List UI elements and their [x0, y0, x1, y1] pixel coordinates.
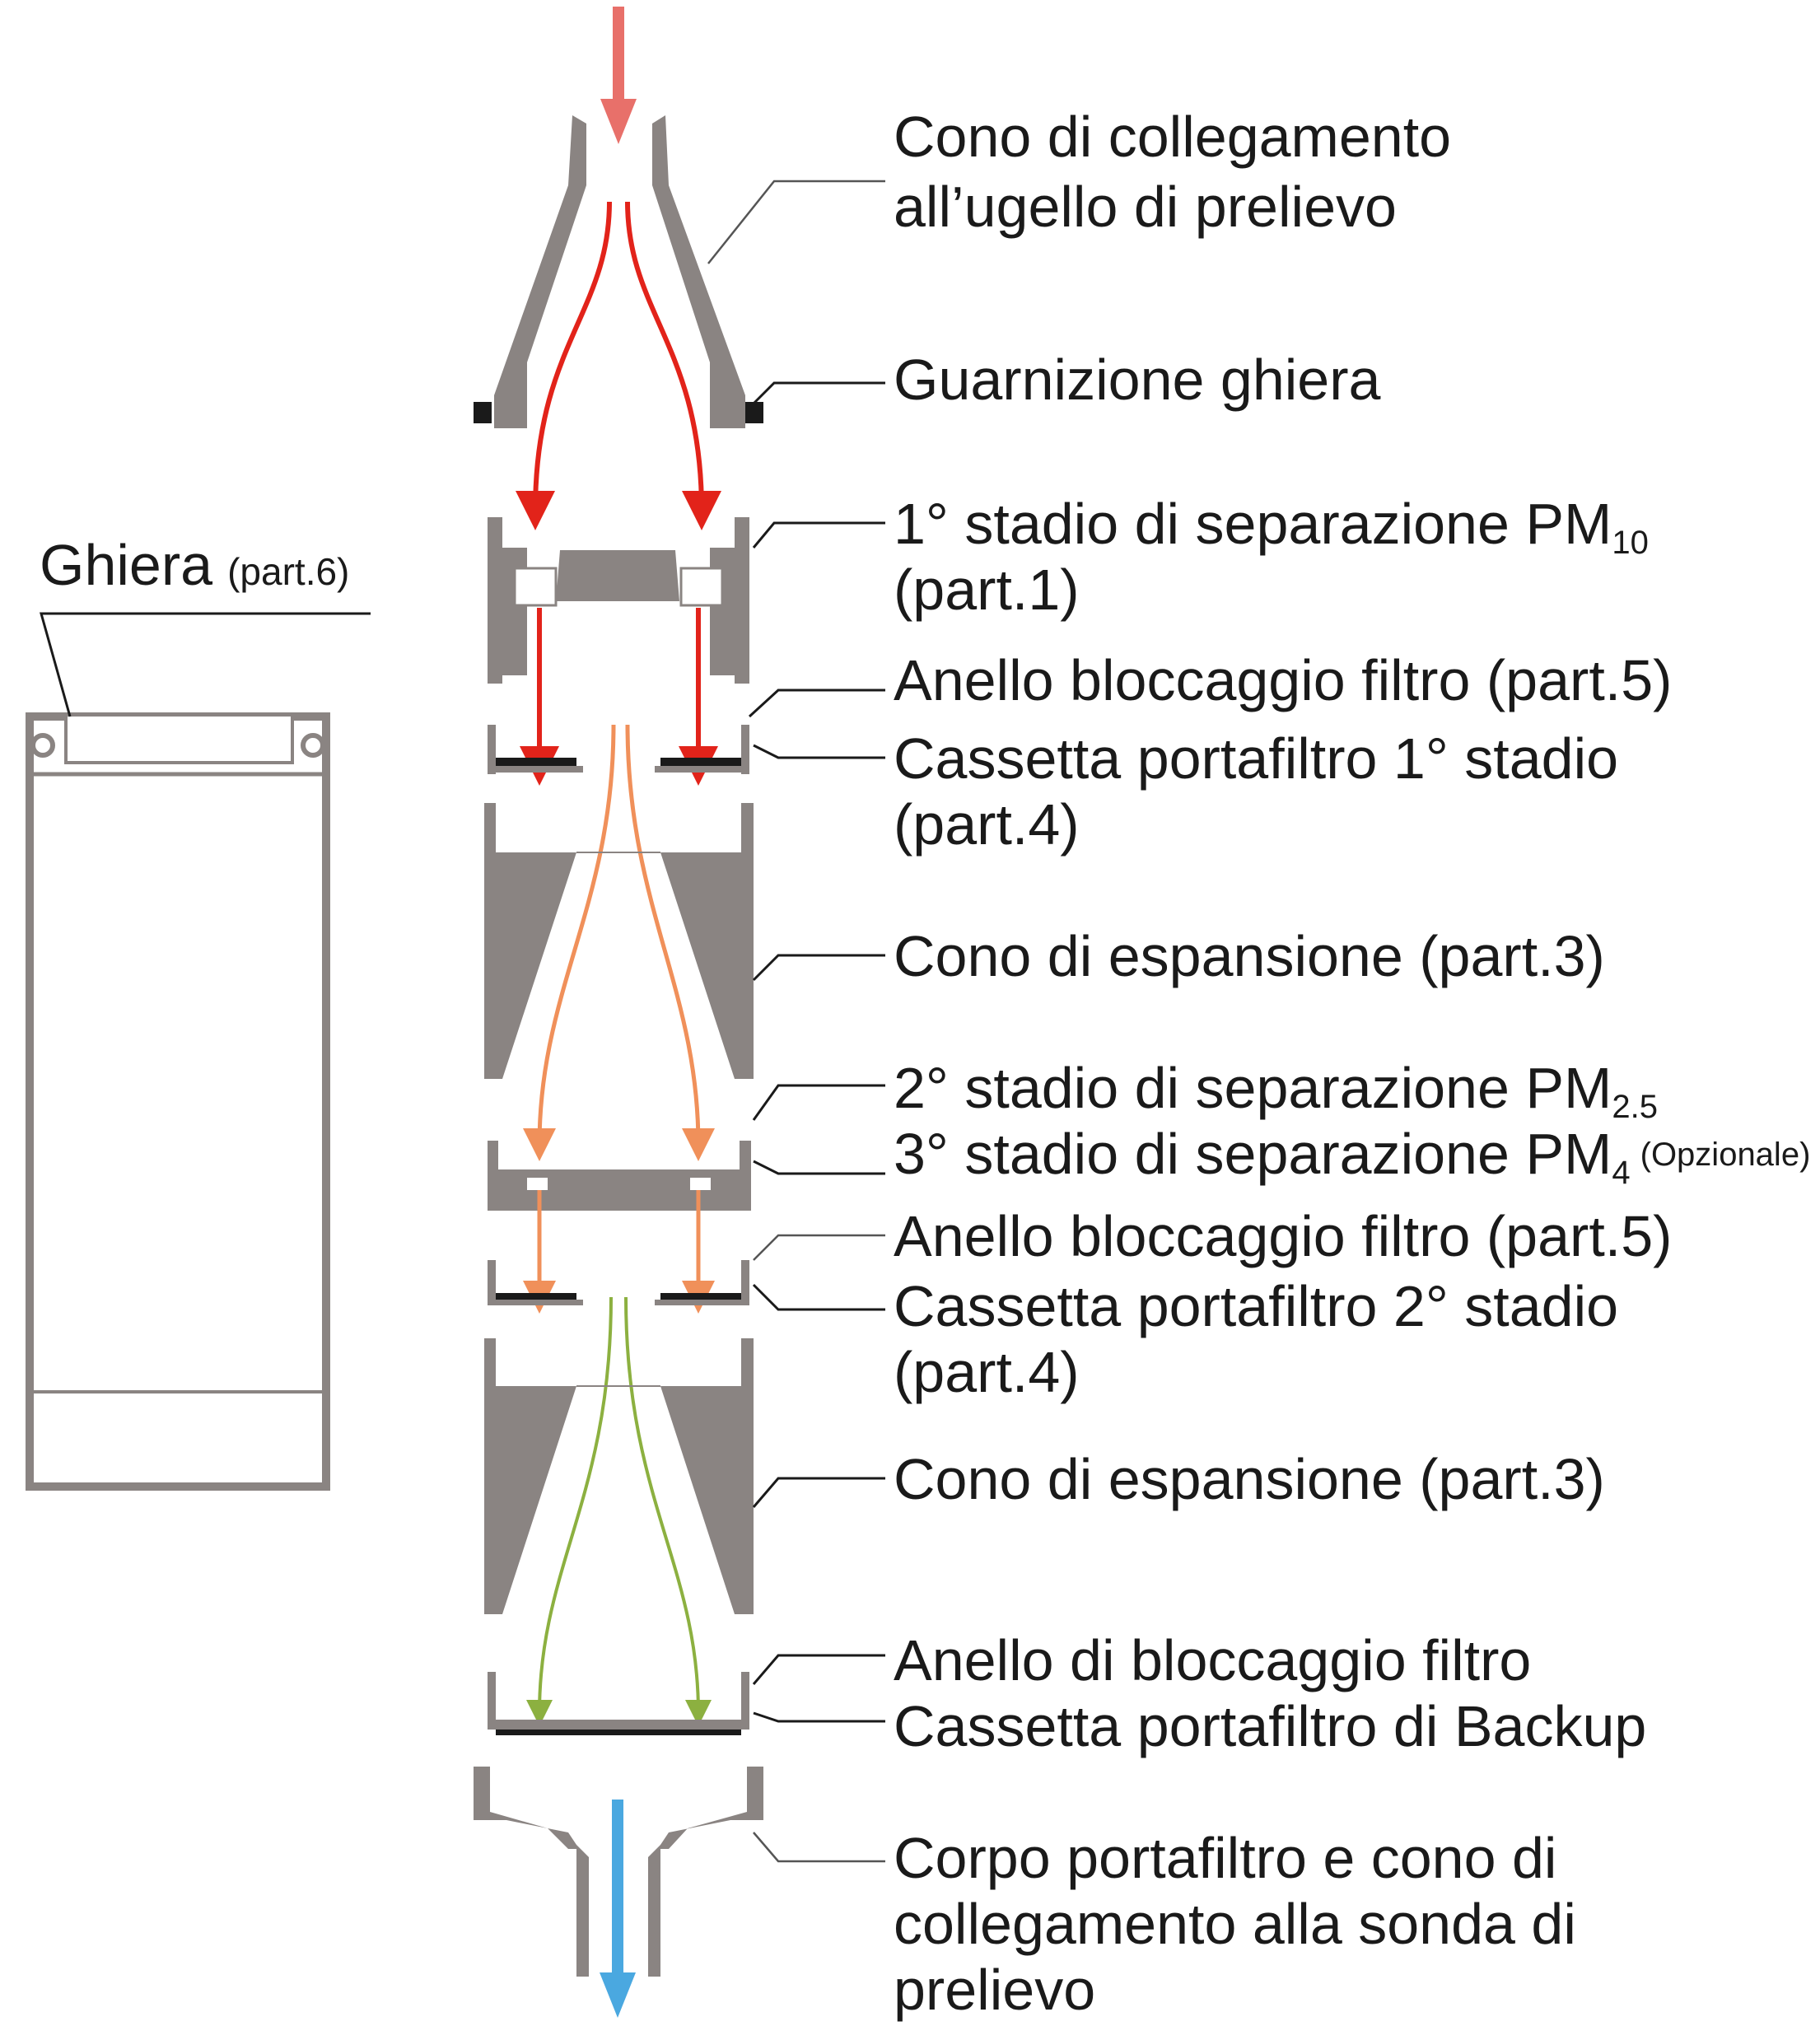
leader-anello2	[753, 1234, 885, 1261]
expansion-cone-2	[484, 1338, 754, 1614]
inlet-cone-part	[474, 115, 763, 428]
label-stadio1-part: (part.1)	[894, 558, 1080, 622]
label-anello1: Anello bloccaggio filtro (part.5)	[894, 648, 1672, 712]
leader-stadio1	[752, 521, 885, 549]
ghiera-left-notch	[30, 733, 55, 758]
leader-cono-collegamento	[707, 180, 885, 264]
flow-backup-right	[624, 1296, 712, 1726]
inlet-cone-right	[652, 115, 745, 428]
leader-cassetta-backup	[753, 1711, 885, 1723]
inlet-cone-left	[494, 115, 586, 428]
ghiera-label: Ghiera(part.6)	[40, 533, 349, 597]
label-anello2: Anello bloccaggio filtro (part.5)	[894, 1204, 1672, 1268]
label-stadio2: 2° stadio di separazione PM2.5	[894, 1056, 1658, 1125]
leader-cassetta1	[753, 744, 885, 759]
leader-cono-espansione2	[752, 1477, 885, 1508]
leader-anello-backup	[752, 1654, 885, 1685]
label-cassetta2-part: (part.4)	[894, 1340, 1080, 1404]
label-cassetta-backup: Cassetta portafiltro di Backup	[894, 1694, 1646, 1758]
filter-holder-body	[474, 1767, 763, 1977]
label-cono-espansione2: Cono di espansione (part.3)	[894, 1447, 1605, 1511]
leader-corpo	[753, 1832, 885, 1863]
flow-inlet-left	[516, 201, 612, 530]
leader-anello1	[748, 689, 885, 718]
leader-stadio3	[753, 1160, 885, 1175]
label-cono-espansione1: Cono di espansione (part.3)	[894, 924, 1605, 988]
label-cassetta1-part: (part.4)	[894, 792, 1080, 857]
label-corpo-1: Corpo portafiltro e cono di	[894, 1826, 1556, 1890]
ghiera-top-ring	[64, 713, 294, 764]
label-guarnizione: Guarnizione ghiera	[894, 348, 1381, 412]
backup-cassette	[488, 1672, 749, 1735]
label-corpo-2: collegamento alla sonda di	[894, 1892, 1576, 1956]
label-cassetta1: Cassetta portafiltro 1° stadio	[894, 726, 1618, 791]
label-cono-collegamento-1: Cono di collegamento	[894, 105, 1451, 169]
gasket-left	[474, 402, 492, 423]
ghiera-part	[26, 712, 330, 1491]
leader-cassetta2	[752, 1283, 885, 1311]
filter-cassette-1	[488, 725, 749, 774]
label-cono-collegamento-2: all’ugello di prelievo	[894, 175, 1397, 239]
ghiera-leader-line	[40, 612, 371, 717]
label-cassetta2: Cassetta portafiltro 2° stadio	[894, 1274, 1618, 1338]
ghiera-right-notch	[301, 733, 325, 758]
flow-inlet-right	[625, 201, 721, 530]
label-stadio1: 1° stadio di separazione PM10	[894, 492, 1649, 561]
label-stadio3: 3° stadio di separazione PM4(Opzionale)	[894, 1122, 1810, 1191]
leader-cono-espansione1	[752, 954, 885, 982]
leader-guarnizione	[748, 381, 885, 409]
stage2-3-part	[488, 1141, 751, 1211]
filter-cassette-2	[488, 1260, 749, 1305]
leader-stadio2	[752, 1084, 885, 1121]
flow-backup-left	[526, 1296, 613, 1726]
expansion-cone-1	[484, 803, 754, 1079]
ghiera-body	[26, 712, 330, 1491]
inlet-arrow	[600, 7, 637, 144]
flow-exp1-right	[625, 724, 715, 1161]
stage1-part	[488, 517, 749, 684]
label-anello-backup: Anello di bloccaggio filtro	[894, 1628, 1531, 1692]
flow-exp1-left	[523, 724, 616, 1161]
outlet-arrow	[600, 1800, 636, 2018]
gasket-right	[745, 402, 763, 423]
label-corpo-3: prelievo	[894, 1958, 1095, 2022]
